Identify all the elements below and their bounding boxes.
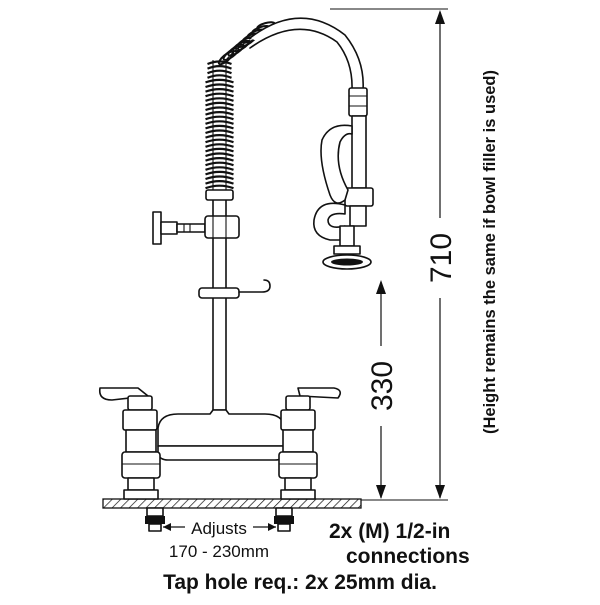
- spring-coil-turn: [207, 69, 232, 75]
- spring-coil-turn: [205, 101, 234, 107]
- connections-prefix: 2x (M): [329, 520, 396, 543]
- spray-trigger-handle: [320, 124, 353, 204]
- spring-coil-turn: [205, 170, 234, 176]
- spring-coil-turn: [205, 124, 234, 130]
- spring-coil-turn: [205, 161, 234, 167]
- spring-coil-turn: [205, 111, 234, 116]
- right-valve: [278, 387, 342, 500]
- bench-top: [102, 498, 362, 509]
- spring-coil-turn: [205, 92, 234, 98]
- spring-coil-turn: [205, 115, 234, 121]
- left-valve: [98, 387, 161, 500]
- spring-coil-turn: [205, 134, 234, 139]
- spring-coil-turn: [207, 65, 232, 70]
- spring-coil-turn: [205, 120, 234, 125]
- flexible-hose: [225, 17, 364, 91]
- spring-coil-turn: [205, 157, 234, 162]
- spring-coil-turn: [205, 143, 234, 148]
- left-fixing: [145, 507, 165, 532]
- spring-coil-turn: [205, 138, 234, 144]
- mixer-body: [157, 409, 286, 461]
- total-height-dimension: [330, 8, 448, 499]
- spring-coil-turn: [205, 129, 234, 135]
- adjusts-label: Adjusts: [191, 519, 247, 538]
- riser-pipe: [205, 189, 234, 411]
- total-height-label: 710: [425, 233, 458, 283]
- spring-coil-turn: [205, 147, 234, 153]
- spring-coil-turn: [205, 152, 234, 158]
- spring-coil-turns: [205, 21, 276, 190]
- height-note: (Height remains the same if bowl filler …: [481, 70, 499, 434]
- adjust-range-label: 170 - 230mm: [169, 542, 269, 561]
- spray-hook: [198, 279, 271, 299]
- spring-coil: [205, 21, 276, 192]
- outlet-height-dimension: [361, 280, 448, 501]
- spring-coil-turn: [205, 78, 234, 84]
- spring-coil-turn: [205, 106, 234, 112]
- outlet-height-label: 330: [366, 361, 399, 411]
- tap-hole-requirement: Tap hole req.: 2x 25mm dia.: [163, 571, 437, 594]
- spray-valve: [313, 87, 374, 270]
- spring-coil-turn: [205, 83, 234, 89]
- connections-fraction: 1/2-in: [396, 520, 451, 543]
- spring-coil-turn: [205, 180, 234, 185]
- spring-coil-turn: [207, 74, 232, 79]
- spring-coil-turn: [205, 97, 234, 102]
- spring-coil-turn: [205, 175, 234, 181]
- spring-coil-turn: [205, 166, 234, 171]
- connections-line-1: 2x (M) 1/2-in: [329, 520, 450, 543]
- spring-coil-turn: [205, 184, 234, 190]
- connections-line-2: connections: [346, 545, 470, 568]
- spring-coil-turn: [205, 88, 234, 93]
- adjust-dimension: [163, 523, 276, 531]
- right-fixing: [274, 507, 294, 532]
- wall-bracket: [152, 211, 240, 245]
